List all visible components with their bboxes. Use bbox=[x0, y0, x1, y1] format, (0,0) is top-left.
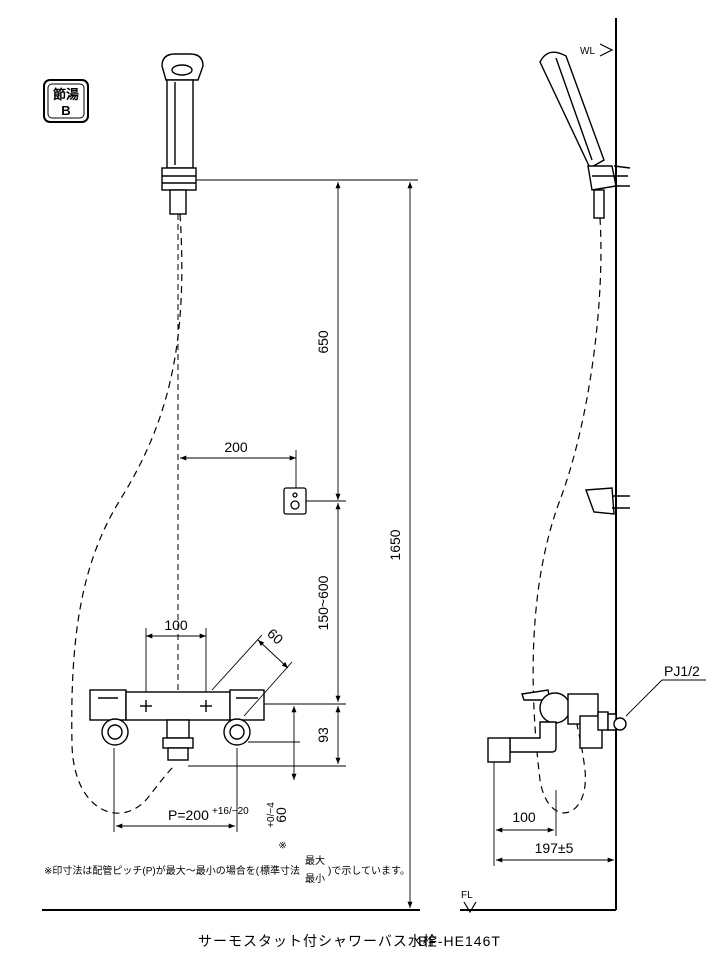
dim-outlet-asterisk: ※ bbox=[278, 841, 289, 849]
badge-line1: 節湯 bbox=[53, 87, 79, 102]
label-wl: WL bbox=[580, 46, 595, 57]
dim-body-width: 100 bbox=[164, 617, 188, 633]
front-faucet-body bbox=[89, 689, 265, 761]
side-hook bbox=[585, 487, 630, 515]
badge-line2: B bbox=[61, 103, 70, 118]
front-hose bbox=[71, 213, 183, 814]
label-fl: FL bbox=[461, 890, 473, 901]
side-faucet-body bbox=[487, 689, 627, 763]
footnote: ※印寸法は配管ピッチ(P)が最大〜最小の場合を( 標準寸法 最大 最小 )で示し… bbox=[44, 854, 410, 885]
note-min: 最小 bbox=[305, 873, 325, 885]
front-hook bbox=[283, 487, 307, 515]
dim-total-height: 1650 bbox=[387, 529, 403, 560]
dim-pitch: P=200 bbox=[168, 807, 209, 823]
dim-hook-range: 150~600 bbox=[315, 575, 331, 630]
dim-pitch-tolerance: +16/−20 bbox=[212, 806, 249, 817]
side-dimension-lines bbox=[463, 43, 706, 914]
side-shower-head bbox=[539, 51, 631, 219]
water-saving-badge: 節湯 B bbox=[43, 79, 89, 123]
note-max: 最大 bbox=[305, 854, 325, 867]
dim-wall-depth: 197±5 bbox=[535, 840, 574, 856]
note-standard: 標準寸法 bbox=[260, 864, 300, 877]
note-prefix: ※印寸法は配管ピッチ(P)が最大〜最小の場合を( bbox=[44, 864, 260, 877]
caption: サーモスタット付シャワーバス水栓 BF-HE146T bbox=[198, 933, 501, 949]
dim-body-to-outlet: 93 bbox=[315, 727, 331, 743]
dim-side-spout: 100 bbox=[512, 809, 536, 825]
dim-hanger-offset: 200 bbox=[224, 439, 248, 455]
dim-outlet-drop: 60 bbox=[273, 807, 289, 823]
dim-handle-angle: 60 bbox=[264, 625, 286, 647]
side-labels: 100 197±5 PJ1/2 WL FL bbox=[461, 46, 700, 901]
caption-title: サーモスタット付シャワーバス水栓 bbox=[198, 933, 438, 949]
dim-outlet-tolerance: +0/−4 bbox=[266, 802, 277, 828]
front-dimension-texts: 650 200 1650 150~600 100 60 93 P=200 +16… bbox=[164, 330, 403, 849]
front-shower-head bbox=[161, 53, 204, 215]
side-hose bbox=[532, 217, 602, 814]
caption-model: BF-HE146T bbox=[418, 933, 501, 949]
dim-hanger-height: 650 bbox=[315, 330, 331, 354]
front-dimension-lines bbox=[113, 179, 418, 908]
note-suffix: )で示しています。 bbox=[328, 865, 410, 877]
label-pj: PJ1/2 bbox=[664, 663, 700, 679]
